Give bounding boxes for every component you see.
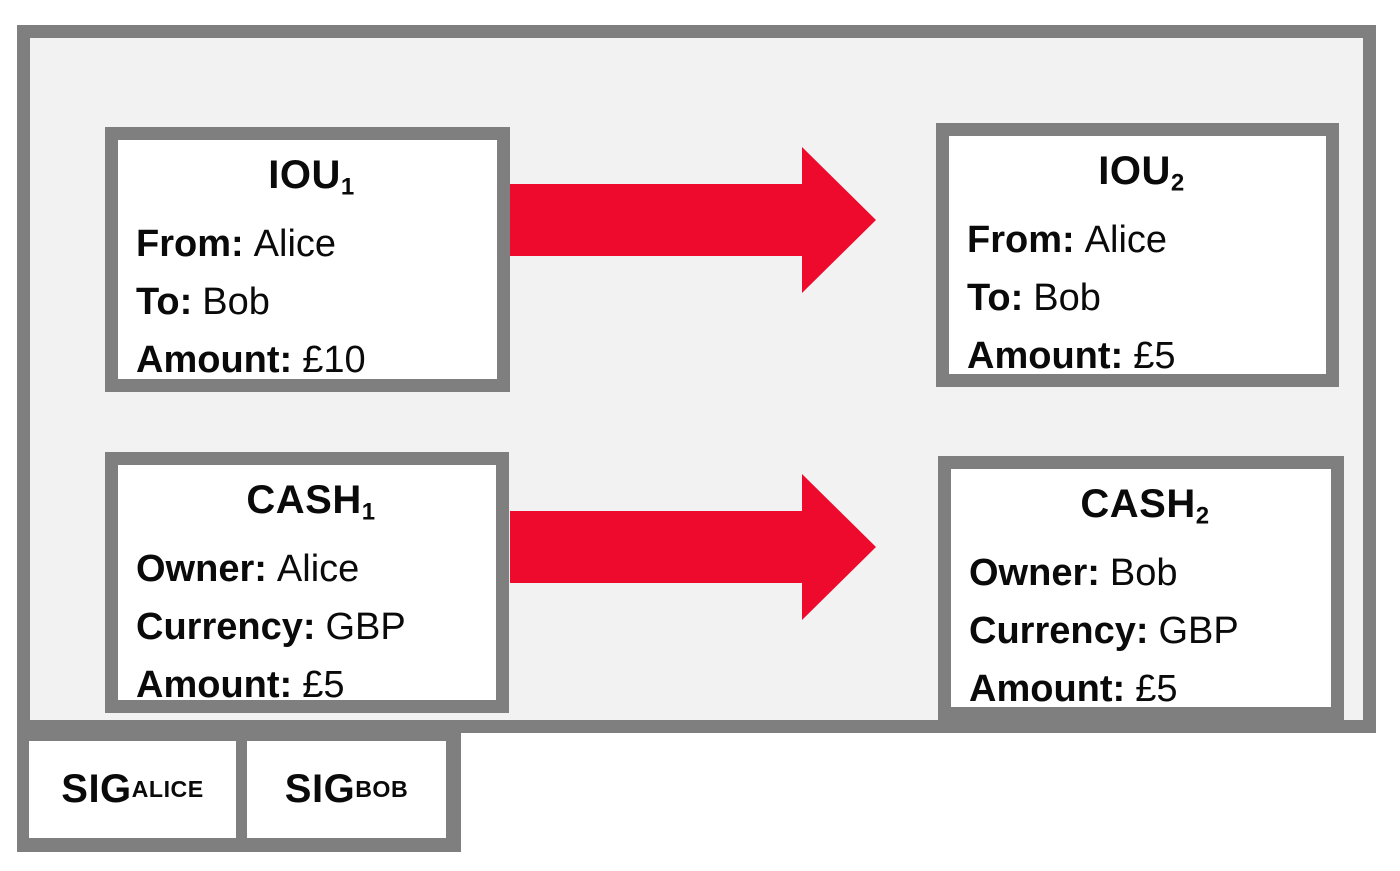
state-card-cash2: CASH2 Owner:Bob Currency:GBP Amount:£5 (938, 456, 1344, 720)
transaction-frame: IOU1 From:Alice To:Bob Amount:£10 IOU2 F… (17, 25, 1376, 733)
card-title-subscript: 1 (340, 173, 355, 201)
row-value: Bob (1109, 551, 1178, 594)
row-value: £5 (1135, 667, 1178, 710)
state-card-cash1: CASH1 Owner:Alice Currency:GBP Amount:£5 (105, 452, 509, 713)
signature-label-base: SIG (61, 767, 132, 811)
row-label: Owner: (136, 547, 267, 590)
card-title-base: CASH (246, 478, 362, 522)
card-title-base: IOU (268, 153, 341, 197)
card-title: IOU2 (967, 144, 1316, 211)
card-title-base: CASH (1080, 482, 1196, 526)
card-row: To:Bob (967, 269, 1316, 327)
row-value: Alice (1084, 218, 1168, 261)
card-row: Amount:£5 (969, 660, 1321, 710)
row-label: Currency: (969, 609, 1149, 652)
row-value: Bob (202, 280, 270, 323)
card-row: Amount:£5 (967, 327, 1316, 377)
row-label: From: (136, 222, 244, 265)
row-label: Owner: (969, 551, 1100, 594)
card-row: Owner:Bob (969, 544, 1321, 602)
row-value: GBP (325, 605, 406, 648)
row-value: Alice (253, 222, 337, 265)
state-card-iou2: IOU2 From:Alice To:Bob Amount:£5 (936, 123, 1339, 387)
signature-label-subscript: ALICE (131, 776, 204, 802)
card-row: Currency:GBP (969, 602, 1321, 660)
card-title: CASH1 (136, 473, 486, 540)
row-label: Amount: (136, 338, 293, 381)
row-label: Amount: (136, 663, 293, 706)
row-label: Amount: (967, 334, 1124, 377)
row-label: From: (967, 218, 1075, 261)
row-label: To: (967, 276, 1024, 319)
row-value: Bob (1033, 276, 1101, 319)
card-row: Owner:Alice (136, 540, 486, 598)
card-title-base: IOU (1098, 149, 1171, 193)
row-label: To: (136, 280, 193, 323)
row-label: Amount: (969, 667, 1126, 710)
card-title-subscript: 1 (361, 498, 376, 526)
row-label: Currency: (136, 605, 316, 648)
arrow-right-icon (510, 147, 876, 293)
card-title-subscript: 2 (1195, 502, 1210, 530)
card-row: Currency:GBP (136, 598, 486, 656)
signature-label-subscript: BOB (355, 776, 409, 802)
card-title: CASH2 (969, 477, 1321, 544)
arrow-right-icon (510, 474, 876, 620)
row-value: £5 (1133, 334, 1176, 377)
signature-label-base: SIG (284, 767, 356, 811)
card-row: Amount:£10 (136, 331, 487, 381)
card-title: IOU1 (136, 148, 487, 215)
row-value: GBP (1158, 609, 1239, 652)
card-title-subscript: 2 (1170, 169, 1185, 197)
card-row: Amount:£5 (136, 656, 486, 706)
card-row: To:Bob (136, 273, 487, 331)
row-value: Alice (276, 547, 360, 590)
card-row: From:Alice (967, 211, 1316, 269)
state-card-iou1: IOU1 From:Alice To:Bob Amount:£10 (105, 127, 510, 392)
card-row: From:Alice (136, 215, 487, 273)
row-value: £5 (302, 663, 345, 706)
row-value: £10 (302, 338, 366, 381)
